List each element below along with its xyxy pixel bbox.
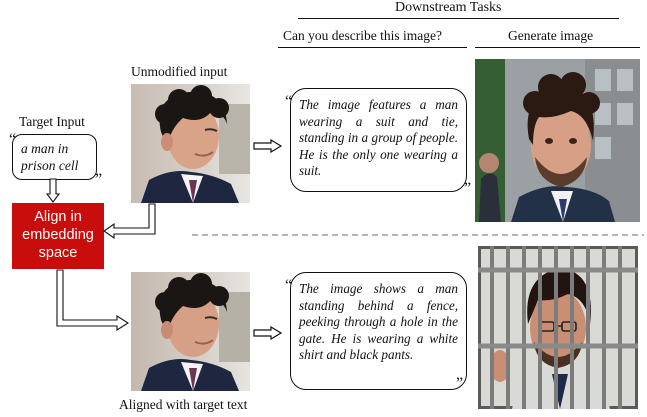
describe-question-label: Can you describe this image? <box>283 28 442 43</box>
target-input-label: Target Input <box>19 114 85 129</box>
generate-rule <box>475 47 640 49</box>
connector-arrows <box>45 178 156 332</box>
downstream-tasks-title: Downstream Tasks <box>395 0 502 15</box>
top-close-quote: ” <box>464 180 472 197</box>
top-caption-bubble: The image features a man wearing a suit … <box>290 88 467 192</box>
top-open-quote: “ <box>285 93 293 110</box>
generated-prison-image <box>478 246 638 409</box>
unmodified-input-label: Unmodified input <box>131 64 228 79</box>
aligned-input-label: Aligned with target text <box>119 397 248 412</box>
header-rule-top <box>298 18 619 20</box>
bottom-arrow-to-caption <box>253 326 283 340</box>
target-input-bubble: a man in prison cell <box>12 134 97 180</box>
top-caption-text: The image features a man wearing a suit … <box>299 97 458 179</box>
bottom-open-quote: “ <box>285 277 293 294</box>
target-input-text: a man in prison cell <box>21 141 79 173</box>
unmodified-face-photo <box>131 84 250 203</box>
bottom-caption-bubble: The image shows a man standing behind a … <box>290 272 467 390</box>
describe-rule <box>278 47 467 49</box>
target-close-quote: ” <box>95 171 103 188</box>
bottom-caption-text: The image shows a man standing behind a … <box>299 281 458 363</box>
generated-suit-image <box>475 59 640 222</box>
generate-image-label: Generate image <box>508 28 594 43</box>
aligned-face-photo <box>131 272 250 391</box>
dashed-divider <box>192 234 644 236</box>
align-embedding-box: Align in embedding space <box>12 203 104 269</box>
align-embedding-text: Align in embedding space <box>22 209 94 261</box>
target-open-quote: “ <box>9 131 17 148</box>
top-arrow-to-caption <box>253 139 283 153</box>
bottom-close-quote: ” <box>456 375 464 392</box>
